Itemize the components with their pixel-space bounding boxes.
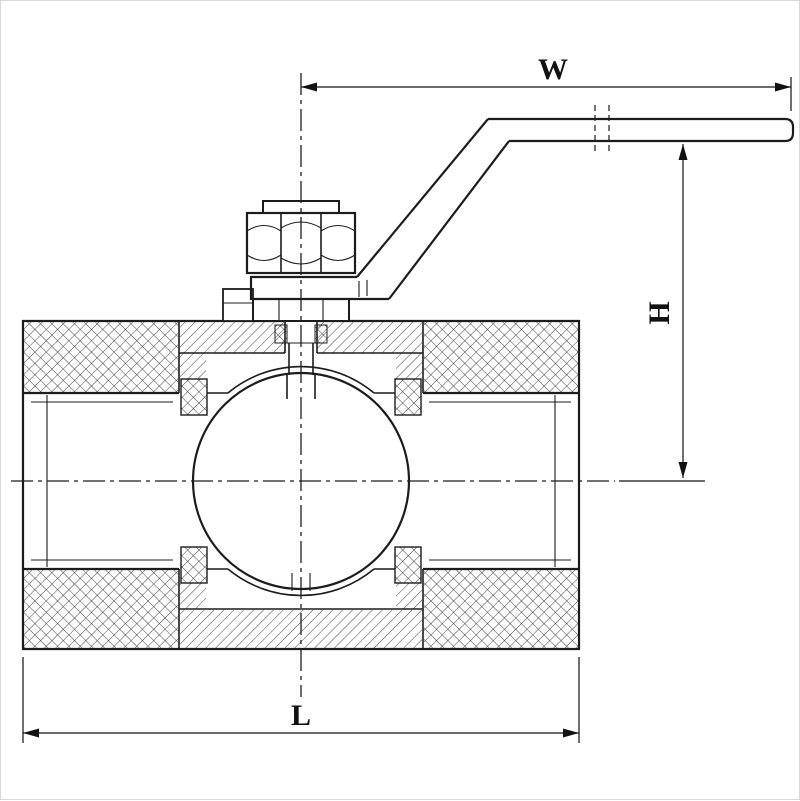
dimension-l: L — [22, 657, 580, 743]
packing-left — [274, 324, 288, 344]
inner-wall-lines — [179, 352, 423, 610]
l-arrow-right — [563, 728, 579, 738]
top-wall-left — [180, 322, 285, 353]
seat-rings — [180, 378, 422, 584]
packing-right — [314, 324, 328, 344]
l-extension-lines — [22, 657, 580, 743]
w-arrow-right — [775, 82, 791, 92]
seat-right-top — [394, 378, 422, 416]
handle-bend-lines — [358, 280, 368, 297]
h-arrow-top — [678, 144, 688, 160]
top-wall-right — [317, 322, 422, 353]
centerlines — [11, 73, 615, 697]
l-label: L — [291, 699, 311, 732]
dimension-w: W — [301, 53, 792, 111]
left-end-connection — [24, 322, 178, 648]
stop-boss — [222, 288, 254, 322]
w-arrow-left — [301, 82, 317, 92]
right-shoulder-bottom — [396, 583, 422, 609]
central-bore-lines — [207, 392, 395, 570]
nut-facet-lines — [280, 213, 322, 273]
dimension-h: H — [619, 144, 705, 482]
w-label: W — [538, 53, 568, 86]
right-shoulder-top — [396, 353, 422, 379]
h-label: H — [643, 301, 676, 324]
right-end-wall-bottom — [424, 570, 578, 648]
valve-body — [21, 319, 581, 651]
right-end-wall-top — [424, 322, 578, 392]
left-shoulder-bottom — [180, 583, 206, 609]
l-arrow-left — [23, 728, 39, 738]
left-end-wall-top — [24, 322, 178, 392]
body-edge-lines — [23, 321, 579, 649]
stem-shaft — [288, 343, 314, 375]
bore-edge-lines — [23, 391, 579, 571]
handle — [249, 105, 795, 301]
right-end-connection — [424, 322, 578, 648]
grip-sleeve-lines — [594, 105, 610, 155]
left-end-wall-bottom — [24, 570, 178, 648]
left-shoulder-top — [180, 353, 206, 379]
end-joint-lines — [178, 321, 424, 649]
thread-root-lines — [31, 401, 571, 561]
handle-arm — [356, 118, 510, 300]
ball-bottom-marks — [291, 573, 311, 591]
gland-facet-lines — [278, 299, 324, 321]
handle-base-plate — [249, 275, 389, 301]
seat-right-bottom — [394, 546, 422, 584]
seat-left-bottom — [180, 546, 208, 584]
seat-left-top — [180, 378, 208, 416]
ball-stem-slot — [286, 375, 316, 399]
handle-grip — [488, 117, 795, 143]
h-arrow-bottom — [678, 462, 688, 478]
